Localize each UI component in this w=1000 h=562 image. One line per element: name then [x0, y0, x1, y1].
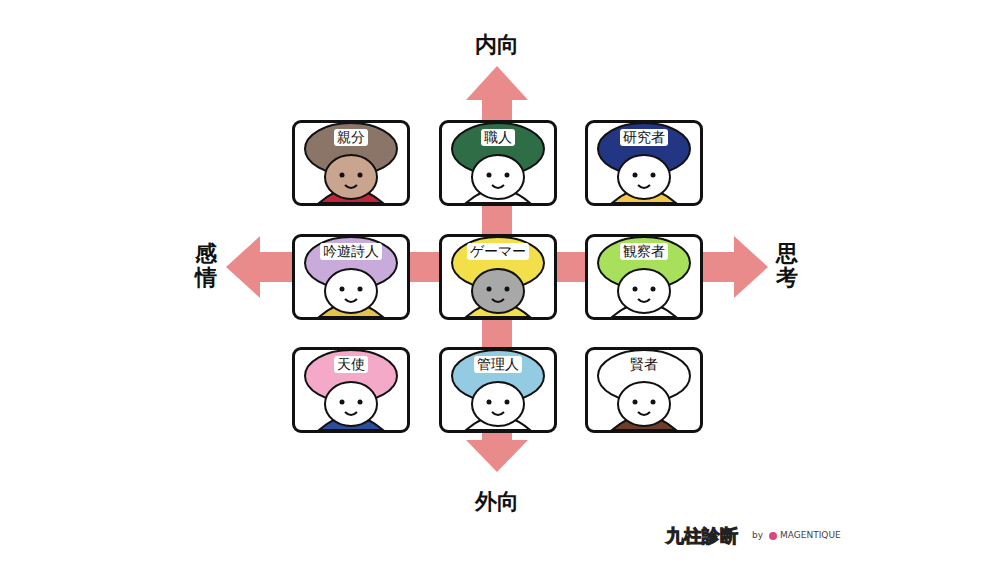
- card-label: 賢者: [627, 356, 661, 373]
- character-card: 管理人: [439, 347, 557, 433]
- character-card: 天使: [292, 347, 410, 433]
- arrow-head-down: [466, 440, 528, 472]
- card-label: 研究者: [620, 129, 668, 146]
- character-card: 職人: [439, 120, 557, 206]
- card-label: ゲーマー: [467, 243, 529, 260]
- character-card: 賢者: [585, 347, 703, 433]
- arrow-head-left: [226, 236, 260, 298]
- card-label: 天使: [334, 356, 368, 373]
- character-card: 観察者: [585, 234, 703, 320]
- card-label: 親分: [334, 129, 368, 146]
- card-label: 管理人: [474, 356, 522, 373]
- card-label: 職人: [481, 129, 515, 146]
- character-card: 親分: [292, 120, 410, 206]
- brand-dot: [769, 532, 777, 540]
- arrow-head-up: [466, 66, 528, 100]
- logo-brand: MAGENTIQUE: [780, 530, 841, 540]
- character-card: 吟遊詩人: [292, 234, 410, 320]
- logo-by: by: [752, 530, 763, 540]
- card-label: 観察者: [620, 243, 668, 260]
- character-card: 研究者: [585, 120, 703, 206]
- axis-label-bottom: 外向: [475, 490, 519, 514]
- card-label: 吟遊詩人: [320, 243, 382, 260]
- character-card: ゲーマー: [439, 234, 557, 320]
- logo-text: 九柱診断: [666, 524, 738, 548]
- axis-label-left: 感情: [195, 242, 217, 290]
- axis-label-top: 内向: [475, 33, 519, 57]
- axis-label-right: 思考: [776, 242, 798, 290]
- arrow-head-right: [734, 236, 768, 298]
